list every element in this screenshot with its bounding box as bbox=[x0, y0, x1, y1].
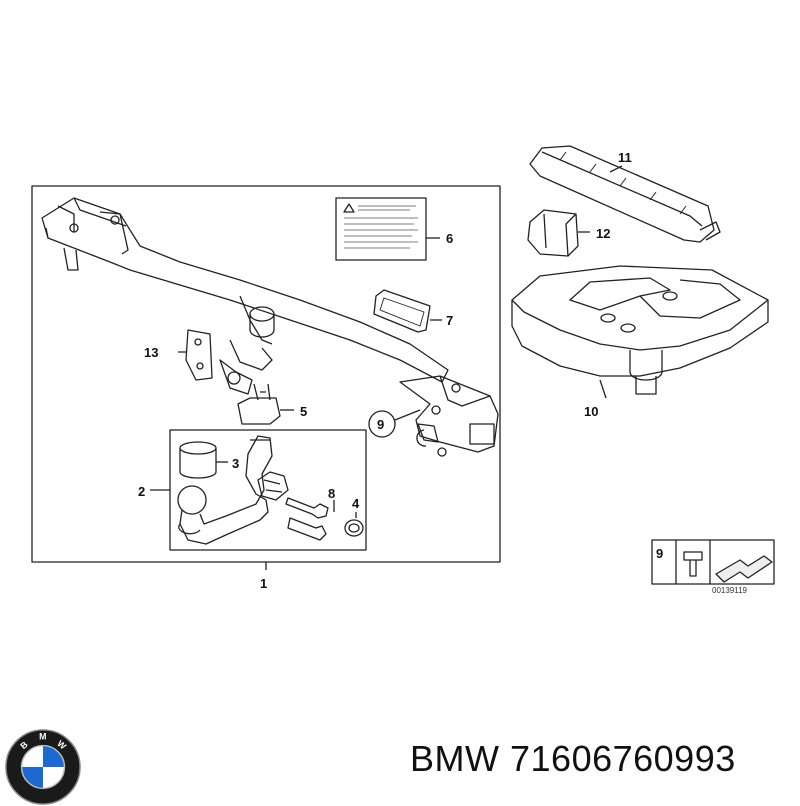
part-9-leader bbox=[394, 409, 421, 421]
callout-11: 11 bbox=[618, 150, 632, 165]
part-caption: BMW 71606760993 bbox=[410, 738, 736, 780]
callout-9: 9 bbox=[377, 417, 384, 432]
callout-labels: 1 2 3 4 5 6 7 8 9 10 11 12 13 9 00139119 bbox=[138, 150, 748, 595]
part-number: 71606760993 bbox=[510, 738, 736, 779]
hitch-knob bbox=[257, 471, 289, 501]
callout-4: 4 bbox=[352, 496, 360, 511]
callout-7: 7 bbox=[446, 313, 453, 328]
diagram-reference-number: 00139119 bbox=[712, 586, 748, 595]
callout-6: 6 bbox=[446, 231, 453, 246]
receiver-bracket bbox=[399, 375, 499, 457]
part-3-ball-cap bbox=[179, 441, 228, 479]
part-5-socket-holder bbox=[237, 383, 294, 425]
legend-label: 9 bbox=[656, 546, 663, 561]
part-2-ball-hitch bbox=[150, 435, 273, 545]
logo-letter-m: M bbox=[39, 732, 46, 742]
callout-8: 8 bbox=[328, 486, 335, 501]
part-12-bracket bbox=[527, 209, 590, 257]
part-7-cover-plate bbox=[373, 289, 442, 333]
callout-3: 3 bbox=[232, 456, 239, 471]
part-13-mounting-plate bbox=[178, 329, 213, 381]
callout-12: 12 bbox=[596, 226, 610, 241]
tow-bar-beam bbox=[41, 197, 449, 383]
callout-13: 13 bbox=[144, 345, 158, 360]
brand-name: BMW bbox=[410, 738, 500, 779]
part-11-cover-rail bbox=[529, 145, 721, 243]
part-8-key bbox=[285, 497, 335, 541]
legend-box bbox=[651, 539, 775, 585]
part-4-seal-ring bbox=[344, 512, 364, 537]
assembly-frame bbox=[31, 185, 501, 563]
center-mount bbox=[219, 306, 275, 395]
callout-1: 1 bbox=[260, 576, 267, 591]
callout-10: 10 bbox=[584, 404, 598, 419]
logo-letter-b: B bbox=[18, 739, 29, 751]
callout-5: 5 bbox=[300, 404, 307, 419]
part-6-warning-label bbox=[335, 197, 440, 261]
callout-2: 2 bbox=[138, 484, 145, 499]
part-10-tray bbox=[511, 265, 769, 399]
bmw-logo-icon: B M W bbox=[5, 729, 81, 805]
part-9-callout-circle bbox=[368, 410, 396, 438]
